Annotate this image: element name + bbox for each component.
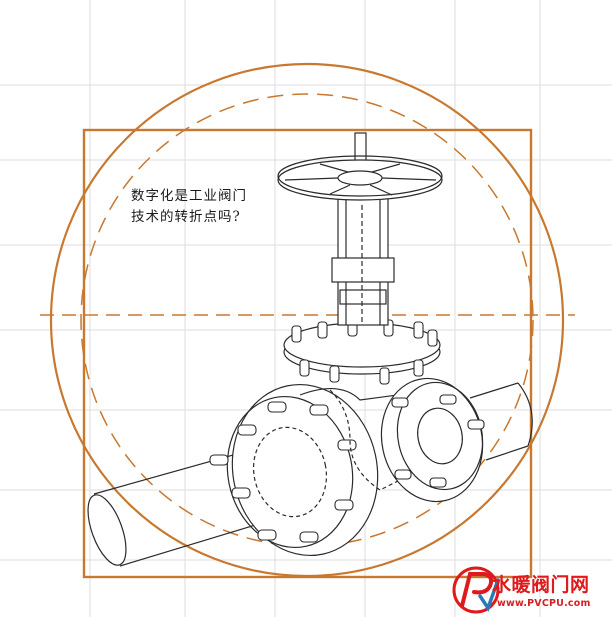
pv-logo-icon (452, 566, 500, 614)
square-frame (82, 128, 533, 579)
caption-line-1: 数字化是工业阀门 (131, 188, 247, 204)
right-flange (380, 377, 485, 503)
left-flange (209, 383, 379, 557)
watermark-url: www.PVCPU.com (497, 598, 591, 609)
caption-text: 数字化是工业阀门 技术的转折点吗? (131, 186, 247, 228)
handwheel (277, 132, 443, 201)
valve-drawing (87, 132, 533, 567)
watermark-brand: 水暖阀门网 (492, 574, 590, 596)
bonnet-flange (283, 319, 441, 385)
left-flange-bolts (209, 401, 357, 543)
yoke (331, 194, 395, 326)
pipe (87, 382, 533, 567)
caption-line-2: 技术的转折点吗? (131, 209, 241, 225)
